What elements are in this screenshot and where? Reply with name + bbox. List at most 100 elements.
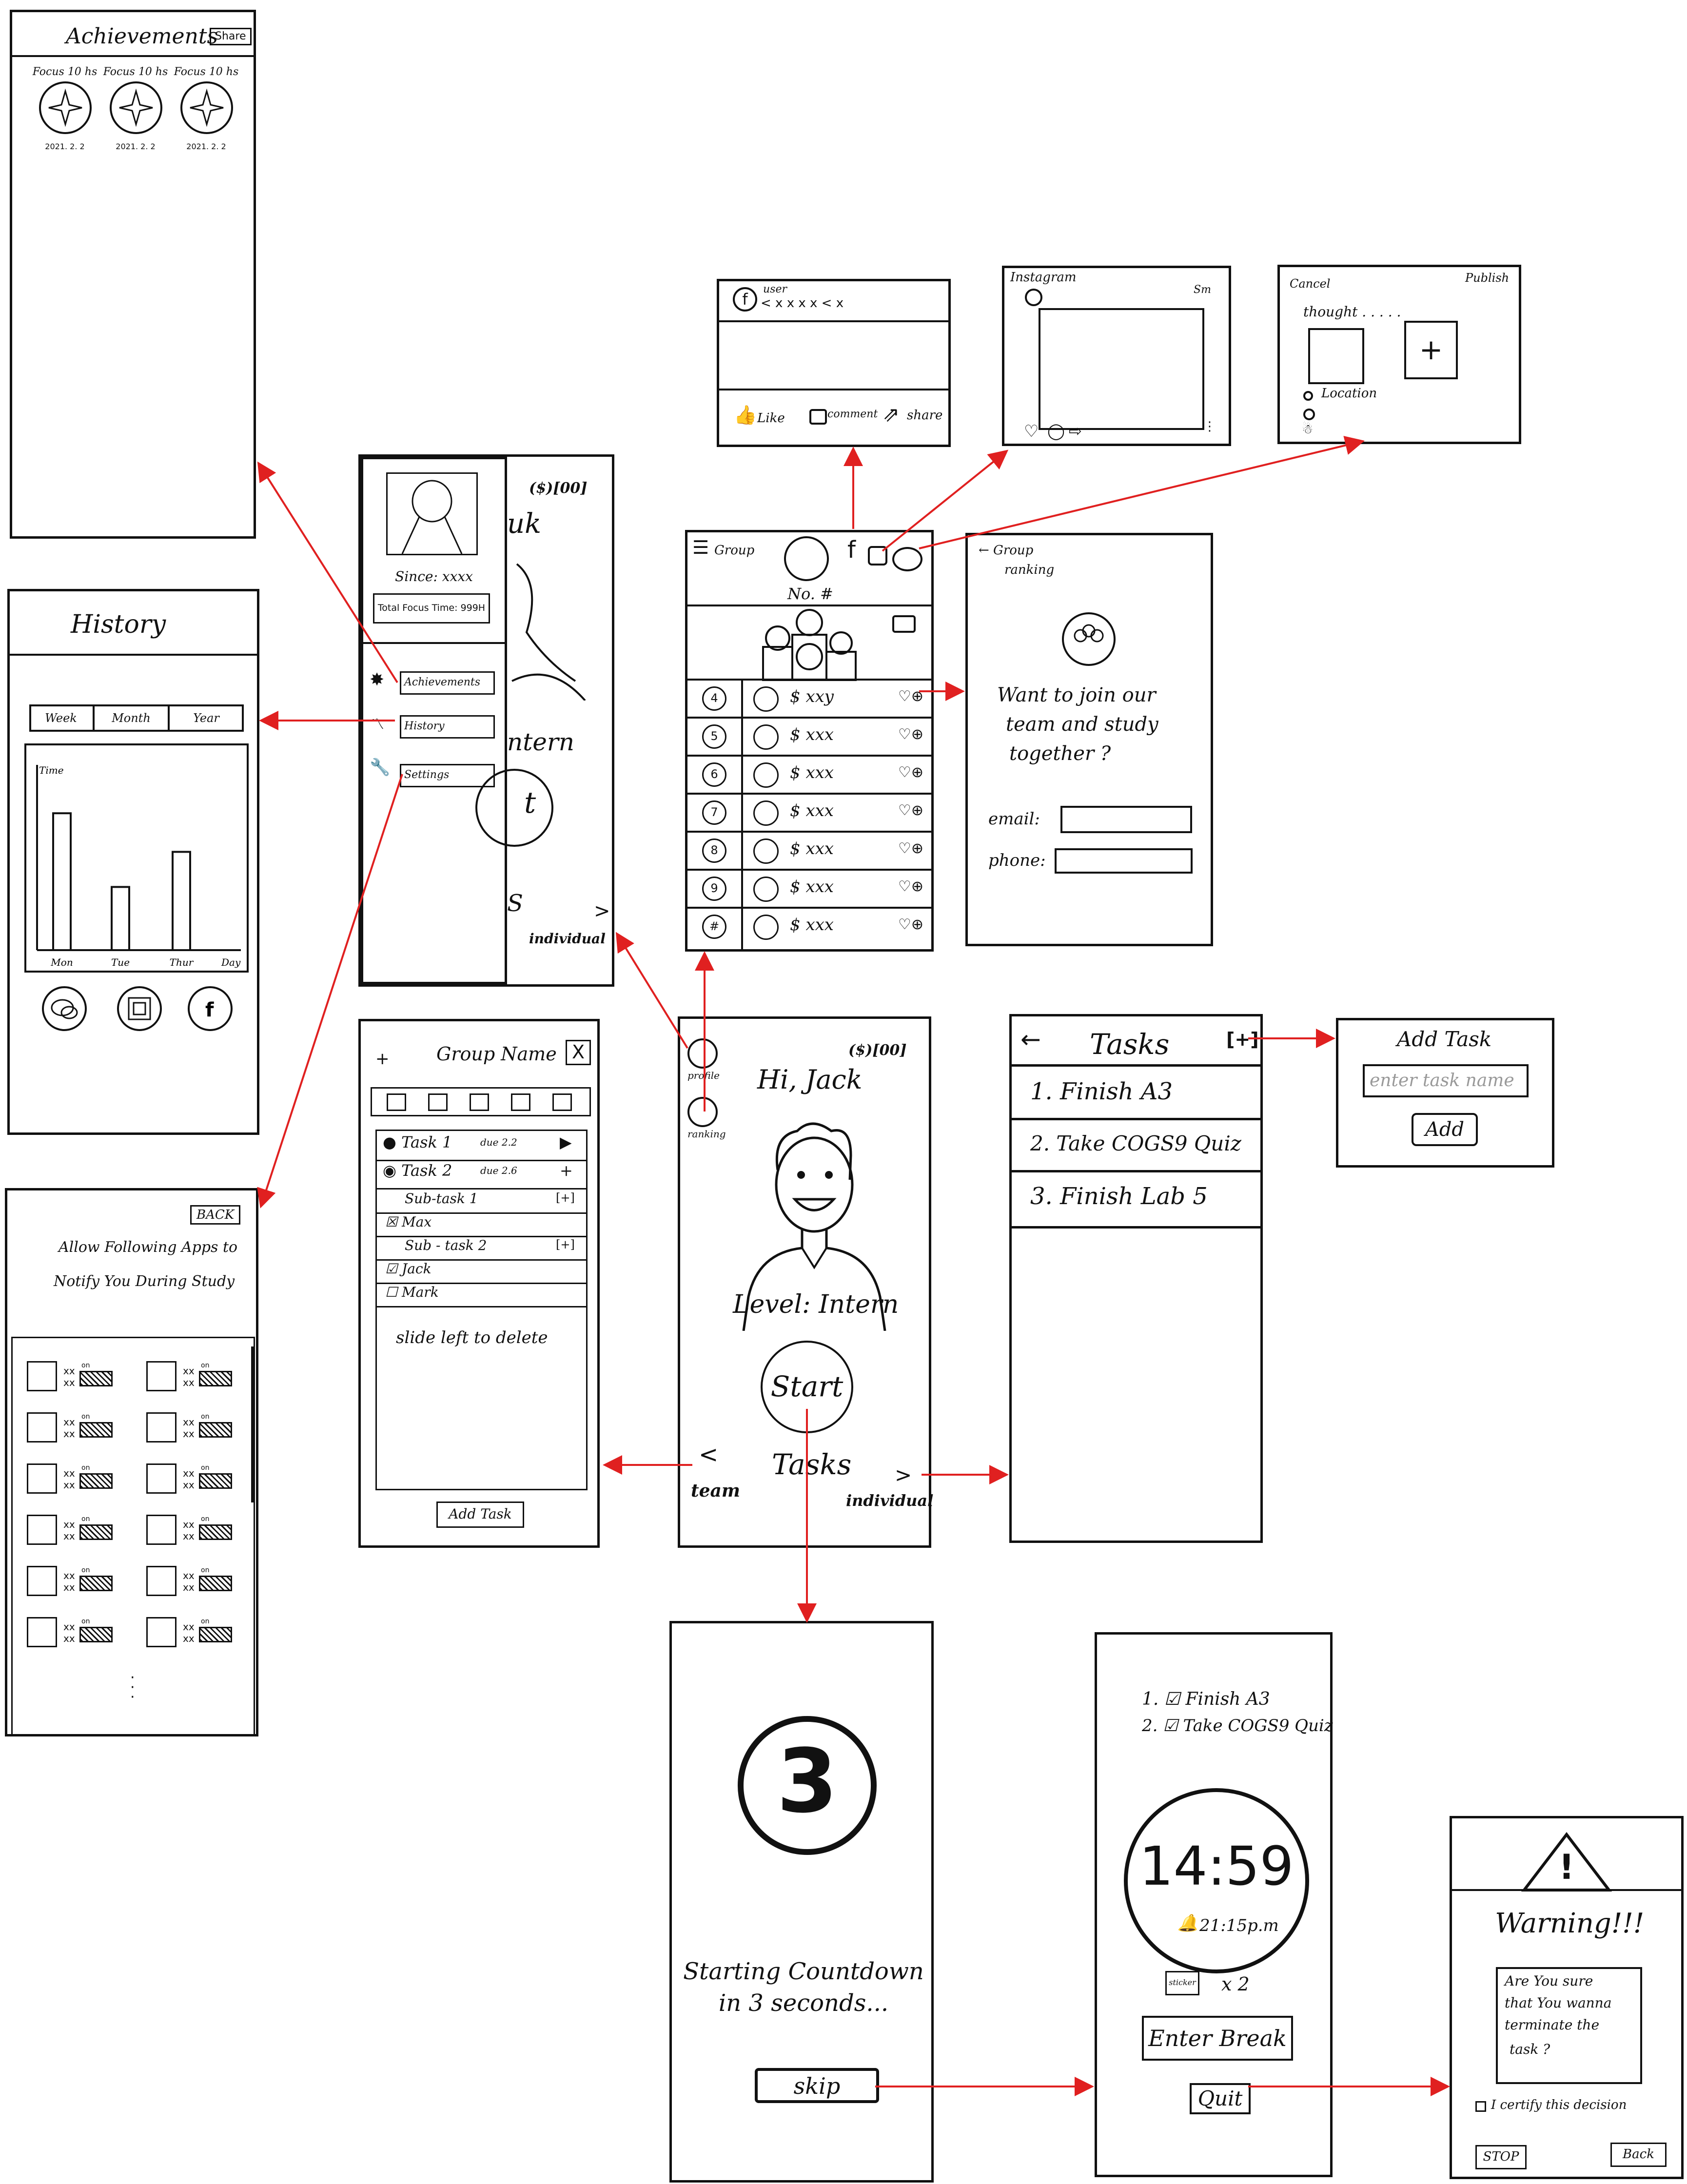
scrollbar[interactable] [251, 1346, 255, 1502]
like-join-icon[interactable]: ♡⊕ [898, 688, 924, 705]
certify-checkbox[interactable] [1475, 2101, 1486, 2112]
like-join-icon[interactable]: ♡⊕ [898, 878, 924, 895]
instagram-icon[interactable] [117, 986, 162, 1031]
notify-toggle[interactable] [79, 1627, 113, 1642]
send-icon[interactable]: ⇨ [1069, 422, 1082, 440]
skip-button[interactable]: skip [755, 2068, 879, 2103]
notify-toggle[interactable] [199, 1473, 232, 1489]
notify-toggle[interactable] [79, 1422, 113, 1438]
mention-icon[interactable] [1303, 409, 1315, 420]
peek-right-arrow[interactable]: > [594, 900, 610, 922]
peek-individual[interactable]: individual [529, 931, 606, 947]
tab-month[interactable]: Month [112, 711, 151, 725]
task-name-input[interactable]: enter task name [1363, 1064, 1529, 1097]
tab-year[interactable]: Year [193, 711, 219, 725]
add-image-button[interactable]: + [1404, 321, 1458, 379]
subtask-row[interactable]: ☐ Mark [385, 1284, 439, 1300]
tab-week[interactable]: Week [45, 711, 77, 725]
like-join-icon[interactable]: ♡⊕ [898, 916, 924, 933]
task-row[interactable]: ● Task 1 [383, 1133, 452, 1151]
avatar[interactable] [386, 472, 478, 555]
close-icon[interactable]: X [566, 1040, 591, 1065]
notify-toggle[interactable] [79, 1473, 113, 1489]
like-join-icon[interactable]: ♡⊕ [898, 726, 924, 743]
quit-button[interactable]: Quit [1190, 2083, 1251, 2114]
notify-toggle[interactable] [79, 1524, 113, 1540]
instagram-share-icon[interactable] [868, 546, 887, 566]
menu-history[interactable]: History [400, 715, 495, 739]
menu-icon[interactable]: ☰ [692, 537, 709, 558]
back-group-ranking[interactable]: ranking [1004, 563, 1055, 577]
subtask-row[interactable]: ☑ Jack [385, 1261, 432, 1277]
share-button[interactable]: Share [210, 28, 252, 45]
enter-break-button[interactable]: Enter Break [1142, 2016, 1293, 2061]
task-item[interactable]: 1. Finish A3 [1030, 1078, 1173, 1105]
left-arrow[interactable]: < [699, 1441, 719, 1468]
notify-toggle[interactable] [79, 1371, 113, 1386]
right-arrow[interactable]: > [895, 1463, 912, 1487]
wechat-icon[interactable] [42, 986, 87, 1031]
task-item[interactable]: 2. Take COGS9 Quiz [1030, 1131, 1241, 1155]
back-button[interactable]: Back [1610, 2143, 1667, 2167]
like-join-icon[interactable]: ♡⊕ [898, 764, 924, 781]
comment-icon[interactable] [809, 409, 827, 425]
task-action-button[interactable]: ▶ [560, 1133, 572, 1151]
add-subtask-icon[interactable]: [+] [556, 1191, 575, 1205]
back-button[interactable]: BACK [190, 1205, 241, 1225]
phone-field[interactable] [1055, 848, 1193, 874]
like-join-icon[interactable]: ♡⊕ [898, 802, 924, 819]
notify-toggle[interactable] [199, 1524, 232, 1540]
subtask-row[interactable]: Sub-task 1 [405, 1190, 478, 1207]
back-group-button[interactable]: ← Group [979, 543, 1034, 558]
add-button[interactable]: Add [1412, 1113, 1478, 1146]
email-field[interactable] [1060, 806, 1192, 833]
member-avatar-icon[interactable] [470, 1093, 489, 1111]
member-avatar-icon[interactable] [511, 1093, 530, 1111]
member-avatar-icon[interactable] [387, 1093, 406, 1111]
add-task-icon[interactable]: [+] [1226, 1029, 1259, 1050]
notify-toggle[interactable] [79, 1576, 113, 1591]
cancel-button[interactable]: Cancel [1290, 277, 1331, 291]
badge-star-icon[interactable] [110, 81, 162, 134]
heart-icon[interactable]: ♡ [1024, 422, 1039, 441]
wechat-share-icon[interactable] [892, 547, 922, 571]
share-label[interactable]: share [907, 408, 943, 423]
task-row[interactable]: ◉ Task 2 [383, 1161, 452, 1180]
back-arrow-icon[interactable]: ← [1020, 1025, 1041, 1053]
member-avatar-icon[interactable] [552, 1093, 572, 1111]
profile-icon[interactable] [687, 1038, 718, 1069]
like-icon[interactable]: 👍 [734, 404, 757, 426]
subtask-row[interactable]: ☒ Max [385, 1214, 432, 1230]
team-label[interactable]: team [691, 1481, 740, 1501]
notify-toggle[interactable] [199, 1576, 232, 1591]
notify-toggle[interactable] [199, 1371, 232, 1386]
facebook-share-icon[interactable]: f [847, 536, 856, 564]
comment-icon[interactable]: ◯ [1047, 422, 1065, 440]
comment-label[interactable]: comment [827, 408, 878, 420]
menu-achievements[interactable]: Achievements [400, 671, 495, 695]
bookmark-icon[interactable]: ⋮ [1203, 419, 1216, 434]
add-subtask-icon[interactable]: [+] [556, 1238, 575, 1251]
facebook-icon[interactable]: f [188, 986, 233, 1031]
task-action-button[interactable]: + [560, 1161, 573, 1180]
individual-label[interactable]: individual [846, 1491, 934, 1510]
like-join-icon[interactable]: ♡⊕ [898, 840, 924, 857]
notify-toggle[interactable] [199, 1627, 232, 1642]
menu-settings[interactable]: Settings [400, 764, 495, 787]
subtask-row[interactable]: Sub - task 2 [405, 1237, 487, 1253]
badge-star-icon[interactable] [39, 81, 92, 134]
add-task-button[interactable]: Add Task [436, 1502, 524, 1528]
notify-toggle[interactable] [199, 1422, 232, 1438]
ranking-icon[interactable] [687, 1097, 718, 1127]
badge-star-icon[interactable] [180, 81, 233, 134]
location-label[interactable]: Location [1321, 386, 1377, 401]
share-icon[interactable]: ⇗ [883, 402, 900, 426]
publish-button[interactable]: Publish [1465, 271, 1510, 285]
stop-button[interactable]: STOP [1475, 2145, 1527, 2169]
camera-icon[interactable] [892, 615, 916, 633]
tasks-label[interactable]: Tasks [772, 1448, 852, 1481]
add-group-icon[interactable]: + [375, 1049, 390, 1069]
task-item[interactable]: 3. Finish Lab 5 [1030, 1183, 1208, 1210]
person-icon[interactable]: ☃ [1302, 422, 1314, 437]
like-label[interactable]: Like [757, 411, 785, 426]
